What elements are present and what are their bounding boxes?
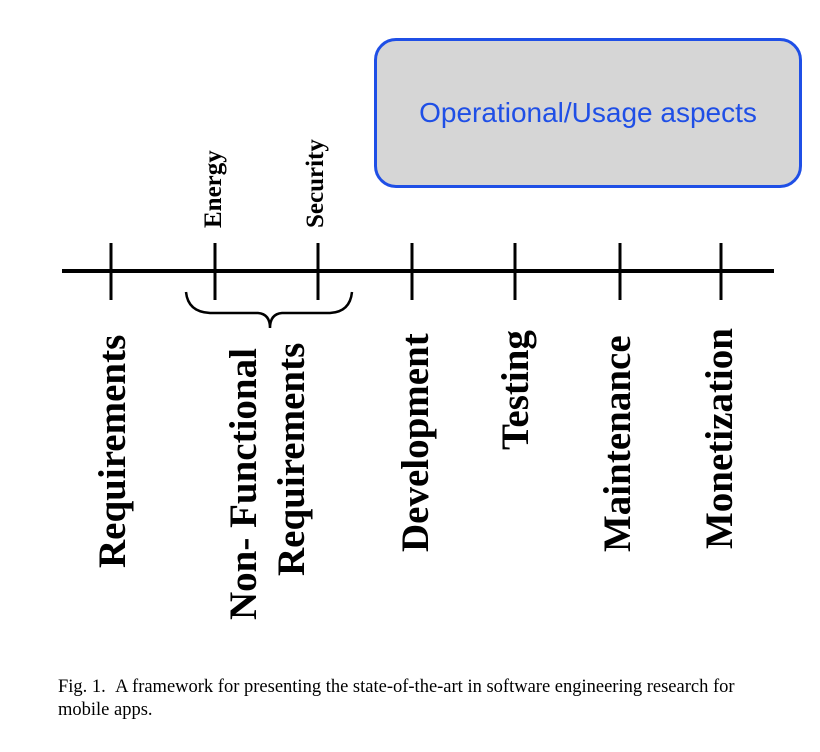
figure-caption: Fig. 1. A framework for presenting the s… <box>58 676 788 722</box>
monetization-label: Monetization <box>698 328 741 549</box>
energy-label: Energy <box>200 150 227 228</box>
nfr-label-line1: Non- Functional <box>222 348 265 620</box>
nfr-label: Non- Functional Requirements <box>220 343 316 620</box>
caption-label: Fig. 1. <box>58 677 106 697</box>
operational-usage-box: Operational/Usage aspects <box>374 38 802 188</box>
testing-label: Testing <box>494 330 537 450</box>
operational-usage-label: Operational/Usage aspects <box>419 97 757 128</box>
requirements-label: Requirements <box>91 334 134 568</box>
security-label: Security <box>302 139 329 228</box>
caption-text: A framework for presenting the state-of-… <box>58 677 735 720</box>
development-label: Development <box>394 333 437 552</box>
nfr-label-line2: Requirements <box>270 342 313 576</box>
nfr-brace <box>184 291 354 329</box>
maintenance-label: Maintenance <box>596 335 639 552</box>
